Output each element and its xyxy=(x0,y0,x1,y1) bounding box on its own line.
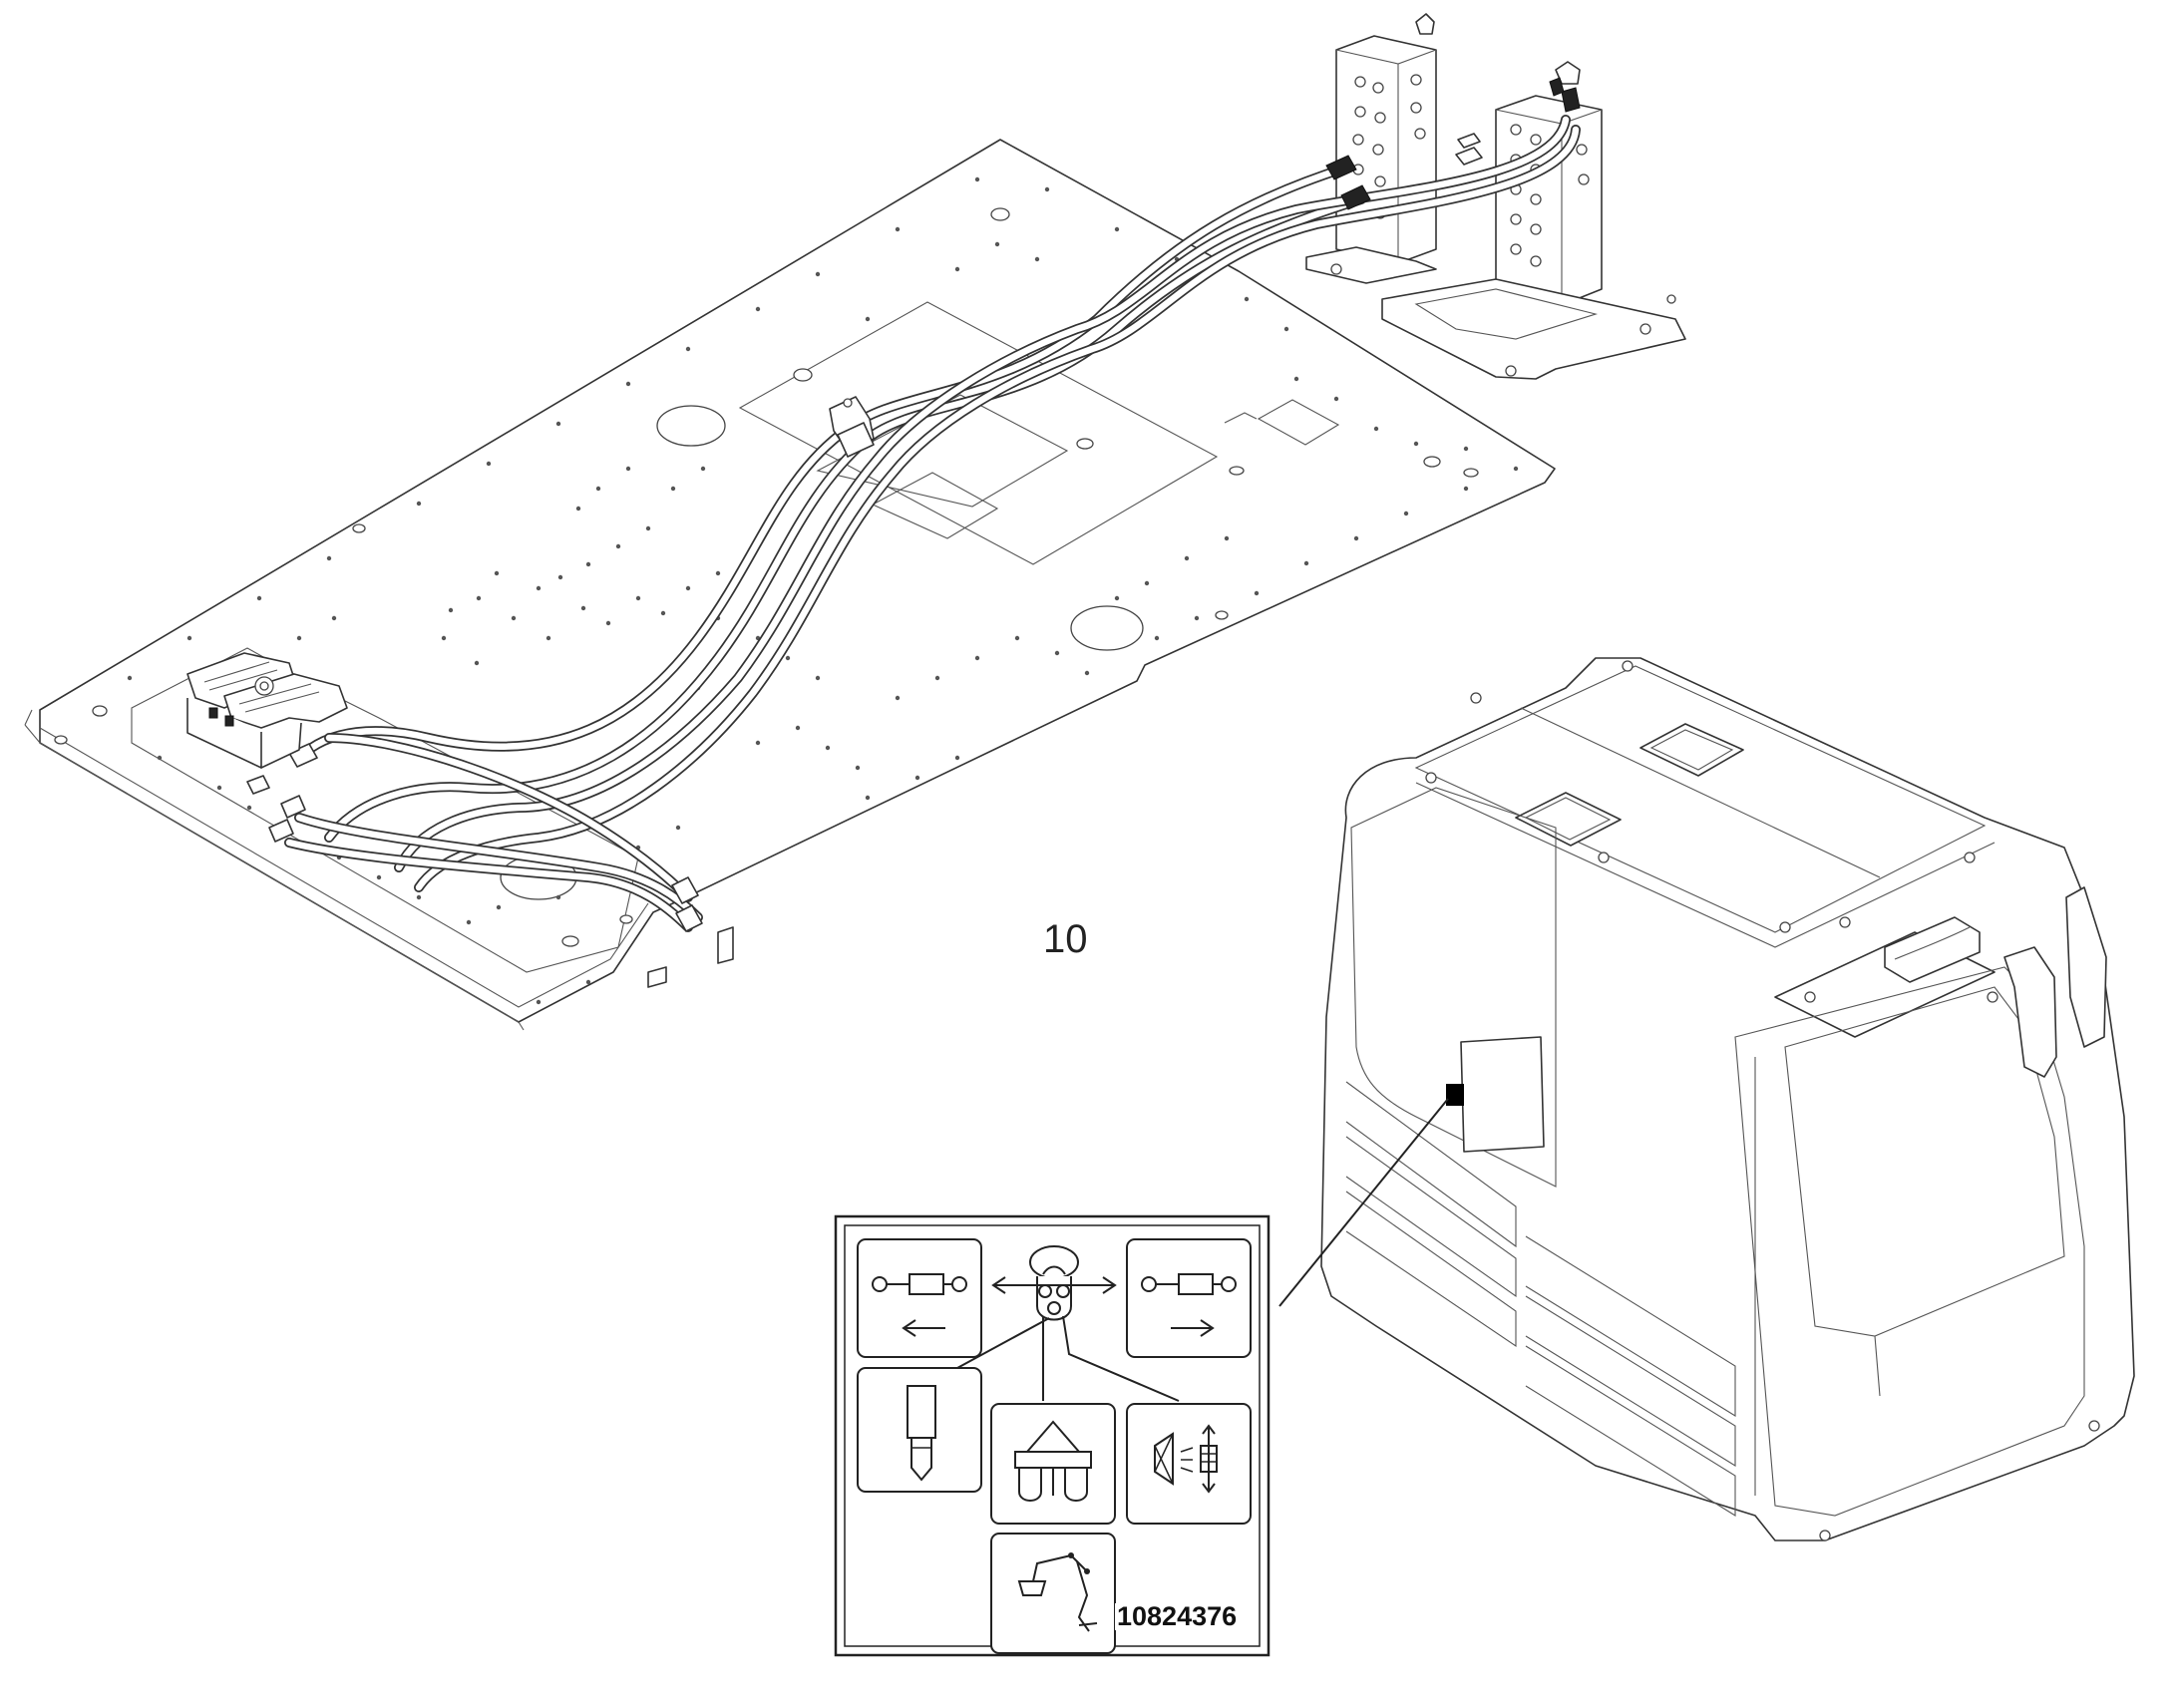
excavator-arm-icon xyxy=(990,1533,1116,1654)
control-valve-block-left xyxy=(1305,13,1483,284)
cylinder-extend-right-icon xyxy=(1126,1238,1252,1358)
cylinder-retract-left-icon xyxy=(857,1238,982,1358)
hydraulic-hoses xyxy=(246,77,1581,932)
breaker-tool-icon xyxy=(857,1367,982,1493)
floor-plate-hole-pattern xyxy=(127,176,1519,1005)
callout-number: 10 xyxy=(1043,917,1088,961)
foot-pedal-assembly xyxy=(186,652,348,769)
decal-label xyxy=(834,1214,1271,1657)
tilt-rotator-icon xyxy=(1126,1403,1252,1525)
operator-cab xyxy=(1320,657,2135,1541)
decal-part-number: 10824376 xyxy=(1115,1601,1240,1631)
grapple-clamshell-icon xyxy=(990,1403,1116,1525)
leader-line xyxy=(1278,1098,1449,1307)
joystick-control-icon xyxy=(956,1245,1180,1402)
